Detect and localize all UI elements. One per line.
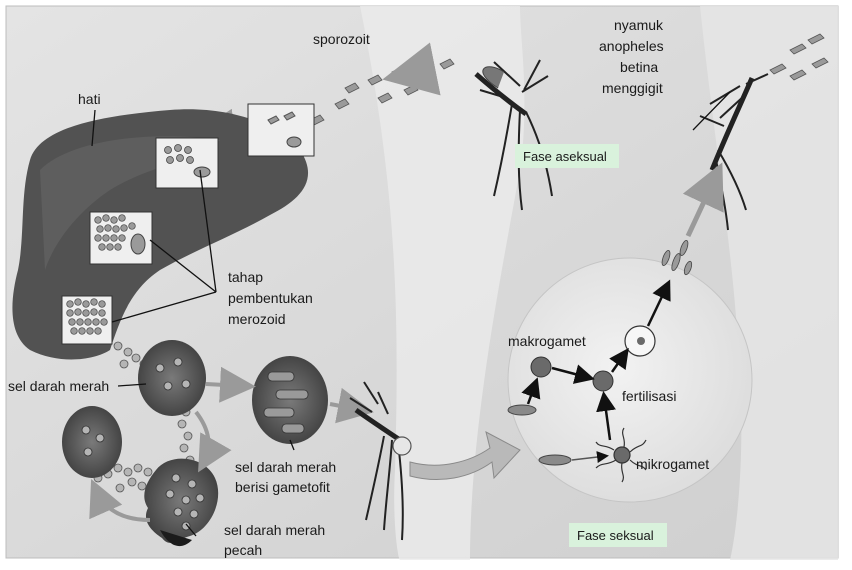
macrogamete bbox=[531, 357, 551, 377]
badge-fase-seksual-text: Fase seksual bbox=[577, 528, 654, 543]
label-rbc-gametocyte-1: sel darah merah bbox=[235, 459, 336, 475]
label-mosquito-2: anopheles bbox=[599, 38, 664, 54]
red-blood-cell-gametocyte bbox=[252, 356, 328, 444]
label-rbc-burst-1: sel darah merah bbox=[224, 522, 325, 538]
liver-cell-top bbox=[248, 104, 314, 156]
badge-fase-aseksual-text: Fase aseksual bbox=[523, 149, 607, 164]
liver-cell-3 bbox=[90, 212, 152, 264]
ookinete-cyst bbox=[625, 326, 655, 356]
red-blood-cell-infected bbox=[138, 340, 206, 416]
red-blood-cell-left bbox=[62, 406, 122, 478]
badge-fase-seksual: Fase seksual bbox=[569, 523, 667, 547]
label-tahap-3: merozoid bbox=[228, 311, 286, 327]
gametocyte-male-elongated bbox=[539, 455, 571, 465]
label-sporozoit: sporozoit bbox=[313, 31, 370, 47]
zygote bbox=[593, 371, 613, 391]
arrow-to-gametocyte bbox=[206, 384, 244, 386]
label-makrogamet: makrogamet bbox=[508, 333, 586, 349]
gametocyte-female-elongated bbox=[508, 405, 536, 415]
label-tahap-1: tahap bbox=[228, 269, 263, 285]
label-fertilisasi: fertilisasi bbox=[622, 388, 676, 404]
label-mosquito-4: menggigit bbox=[602, 80, 663, 96]
sexual-phase-circle bbox=[508, 258, 752, 502]
label-rbc-burst-2: pecah bbox=[224, 542, 262, 558]
label-tahap-2: pembentukan bbox=[228, 290, 313, 306]
liver-cell-4 bbox=[62, 296, 112, 344]
label-mosquito-3: betina bbox=[620, 59, 658, 75]
badge-fase-aseksual: Fase aseksual bbox=[515, 144, 619, 168]
label-mikrogamet: mikrogamet bbox=[636, 456, 709, 472]
label-rbc-gametocyte-2: berisi gametofit bbox=[235, 479, 330, 495]
label-mosquito-1: nyamuk bbox=[614, 17, 664, 33]
label-rbc: sel darah merah bbox=[8, 378, 109, 394]
label-hati: hati bbox=[78, 91, 101, 107]
liver-cell-2 bbox=[156, 138, 218, 188]
